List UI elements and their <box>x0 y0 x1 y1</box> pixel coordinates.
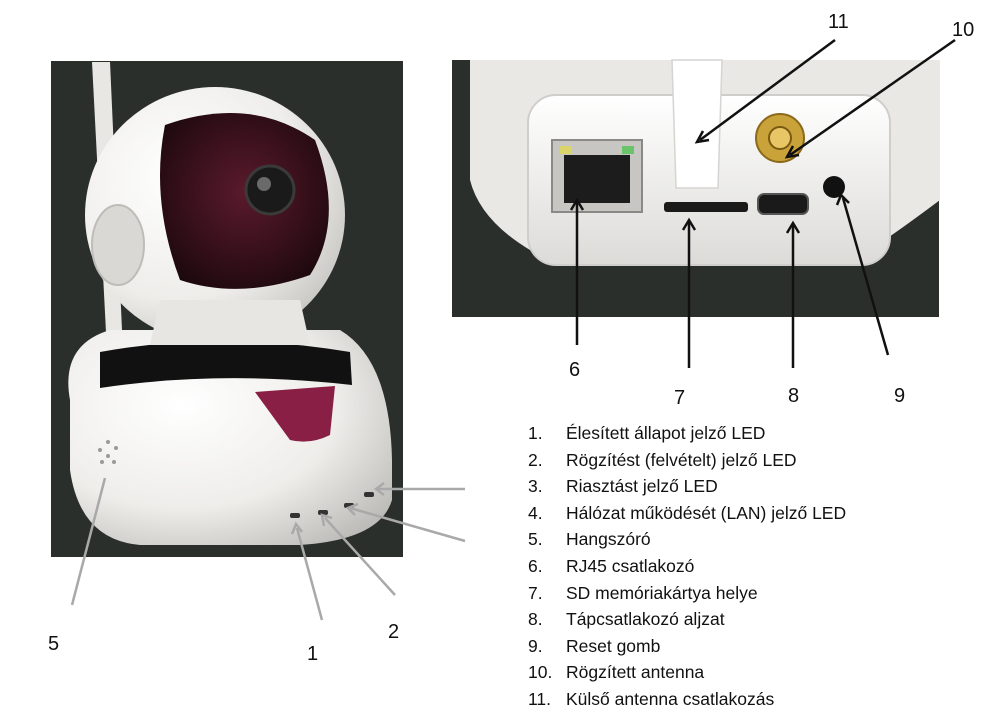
reset-hole <box>823 176 845 198</box>
legend-text: Külső antenna csatlakozás <box>566 688 775 709</box>
legend-text: RJ45 csatlakozó <box>566 555 695 576</box>
callout-9: 9 <box>894 385 905 407</box>
callout-8: 8 <box>788 385 799 407</box>
rj45-socket <box>564 155 630 203</box>
legend-number: 8. <box>528 609 543 630</box>
lens-window <box>160 113 329 289</box>
legend-text: SD memóriakártya helye <box>566 582 758 603</box>
legend-text: Élesített állapot jelző LED <box>566 423 766 443</box>
legend-text: Hangszóró <box>566 529 651 550</box>
speaker-holes <box>98 440 118 464</box>
legend-text: Riasztást jelző LED <box>566 476 718 497</box>
legend-number: 3. <box>528 476 543 497</box>
callout-labels: 5 1 2 6 7 8 9 11 10 <box>48 11 974 665</box>
rj45-led-left <box>560 146 572 154</box>
legend-item: 8. Tápcsatlakozó aljzat <box>528 606 846 633</box>
legend-number: 11. <box>528 688 552 709</box>
lens <box>244 164 296 216</box>
legend-item: 7. SD memóriakártya helye <box>528 580 846 607</box>
legend-number: 5. <box>528 529 543 550</box>
black-band <box>100 341 352 388</box>
callout-7: 7 <box>674 387 685 409</box>
sd-slot <box>664 202 748 212</box>
legend-item: 4. Hálózat működését (LAN) jelző LED <box>528 500 846 527</box>
legend-text: Rögzített antenna <box>566 662 705 683</box>
legend-list: 1. Élesített állapot jelző LED 2. Rögzítés… <box>528 420 846 713</box>
camera-neck <box>150 300 310 345</box>
antenna-right <box>671 59 723 189</box>
led-slots <box>290 492 374 518</box>
legend-number: 6. <box>528 555 543 576</box>
legend-text: Tápcsatlakozó aljzat <box>566 609 725 630</box>
legend-text: Reset gomb <box>566 635 661 656</box>
led-pointers <box>70 477 466 621</box>
legend-item: 10. Rögzített antenna <box>528 659 846 686</box>
sma-core <box>768 126 792 150</box>
legend-number: 7. <box>528 582 543 603</box>
callout-10: 10 <box>952 19 974 41</box>
legend-item: 3. Riasztást jelző LED <box>528 473 846 500</box>
legend-number: 10. <box>528 662 553 683</box>
camera-back-photo <box>452 59 940 317</box>
legend-number: 1. <box>528 423 543 443</box>
legend-item: 5. Hangszóró <box>528 526 846 553</box>
legend-item: 9. Reset gomb <box>528 633 846 660</box>
callout-5: 5 <box>48 633 59 655</box>
rj45-led-right <box>622 146 634 154</box>
legend-number: 2. <box>528 449 543 470</box>
callout-11: 11 <box>828 11 849 33</box>
power-socket <box>757 193 809 215</box>
callout-lines <box>569 38 956 368</box>
legend-item: 11. Külső antenna csatlakozás <box>528 686 846 713</box>
side-knob <box>91 204 145 286</box>
camera-base <box>68 330 392 545</box>
camera-front-photo <box>51 61 403 557</box>
legend-item: 2. Rögzítést (felvételt) jelző LED <box>528 447 846 474</box>
legend-number: 4. <box>528 502 543 523</box>
callout-2: 2 <box>388 621 399 643</box>
callout-6: 6 <box>569 359 580 381</box>
legend-number: 9. <box>528 635 543 656</box>
lens-glint <box>257 177 271 191</box>
magenta-accent <box>255 386 335 442</box>
callout-1: 1 <box>307 643 318 665</box>
legend-item: 6. RJ45 csatlakozó <box>528 553 846 580</box>
legend-item: 1. Élesített állapot jelző LED <box>528 420 846 447</box>
legend-text: Rögzítést (felvételt) jelző LED <box>566 449 797 470</box>
legend-text: Hálózat működését (LAN) jelző LED <box>566 502 847 523</box>
